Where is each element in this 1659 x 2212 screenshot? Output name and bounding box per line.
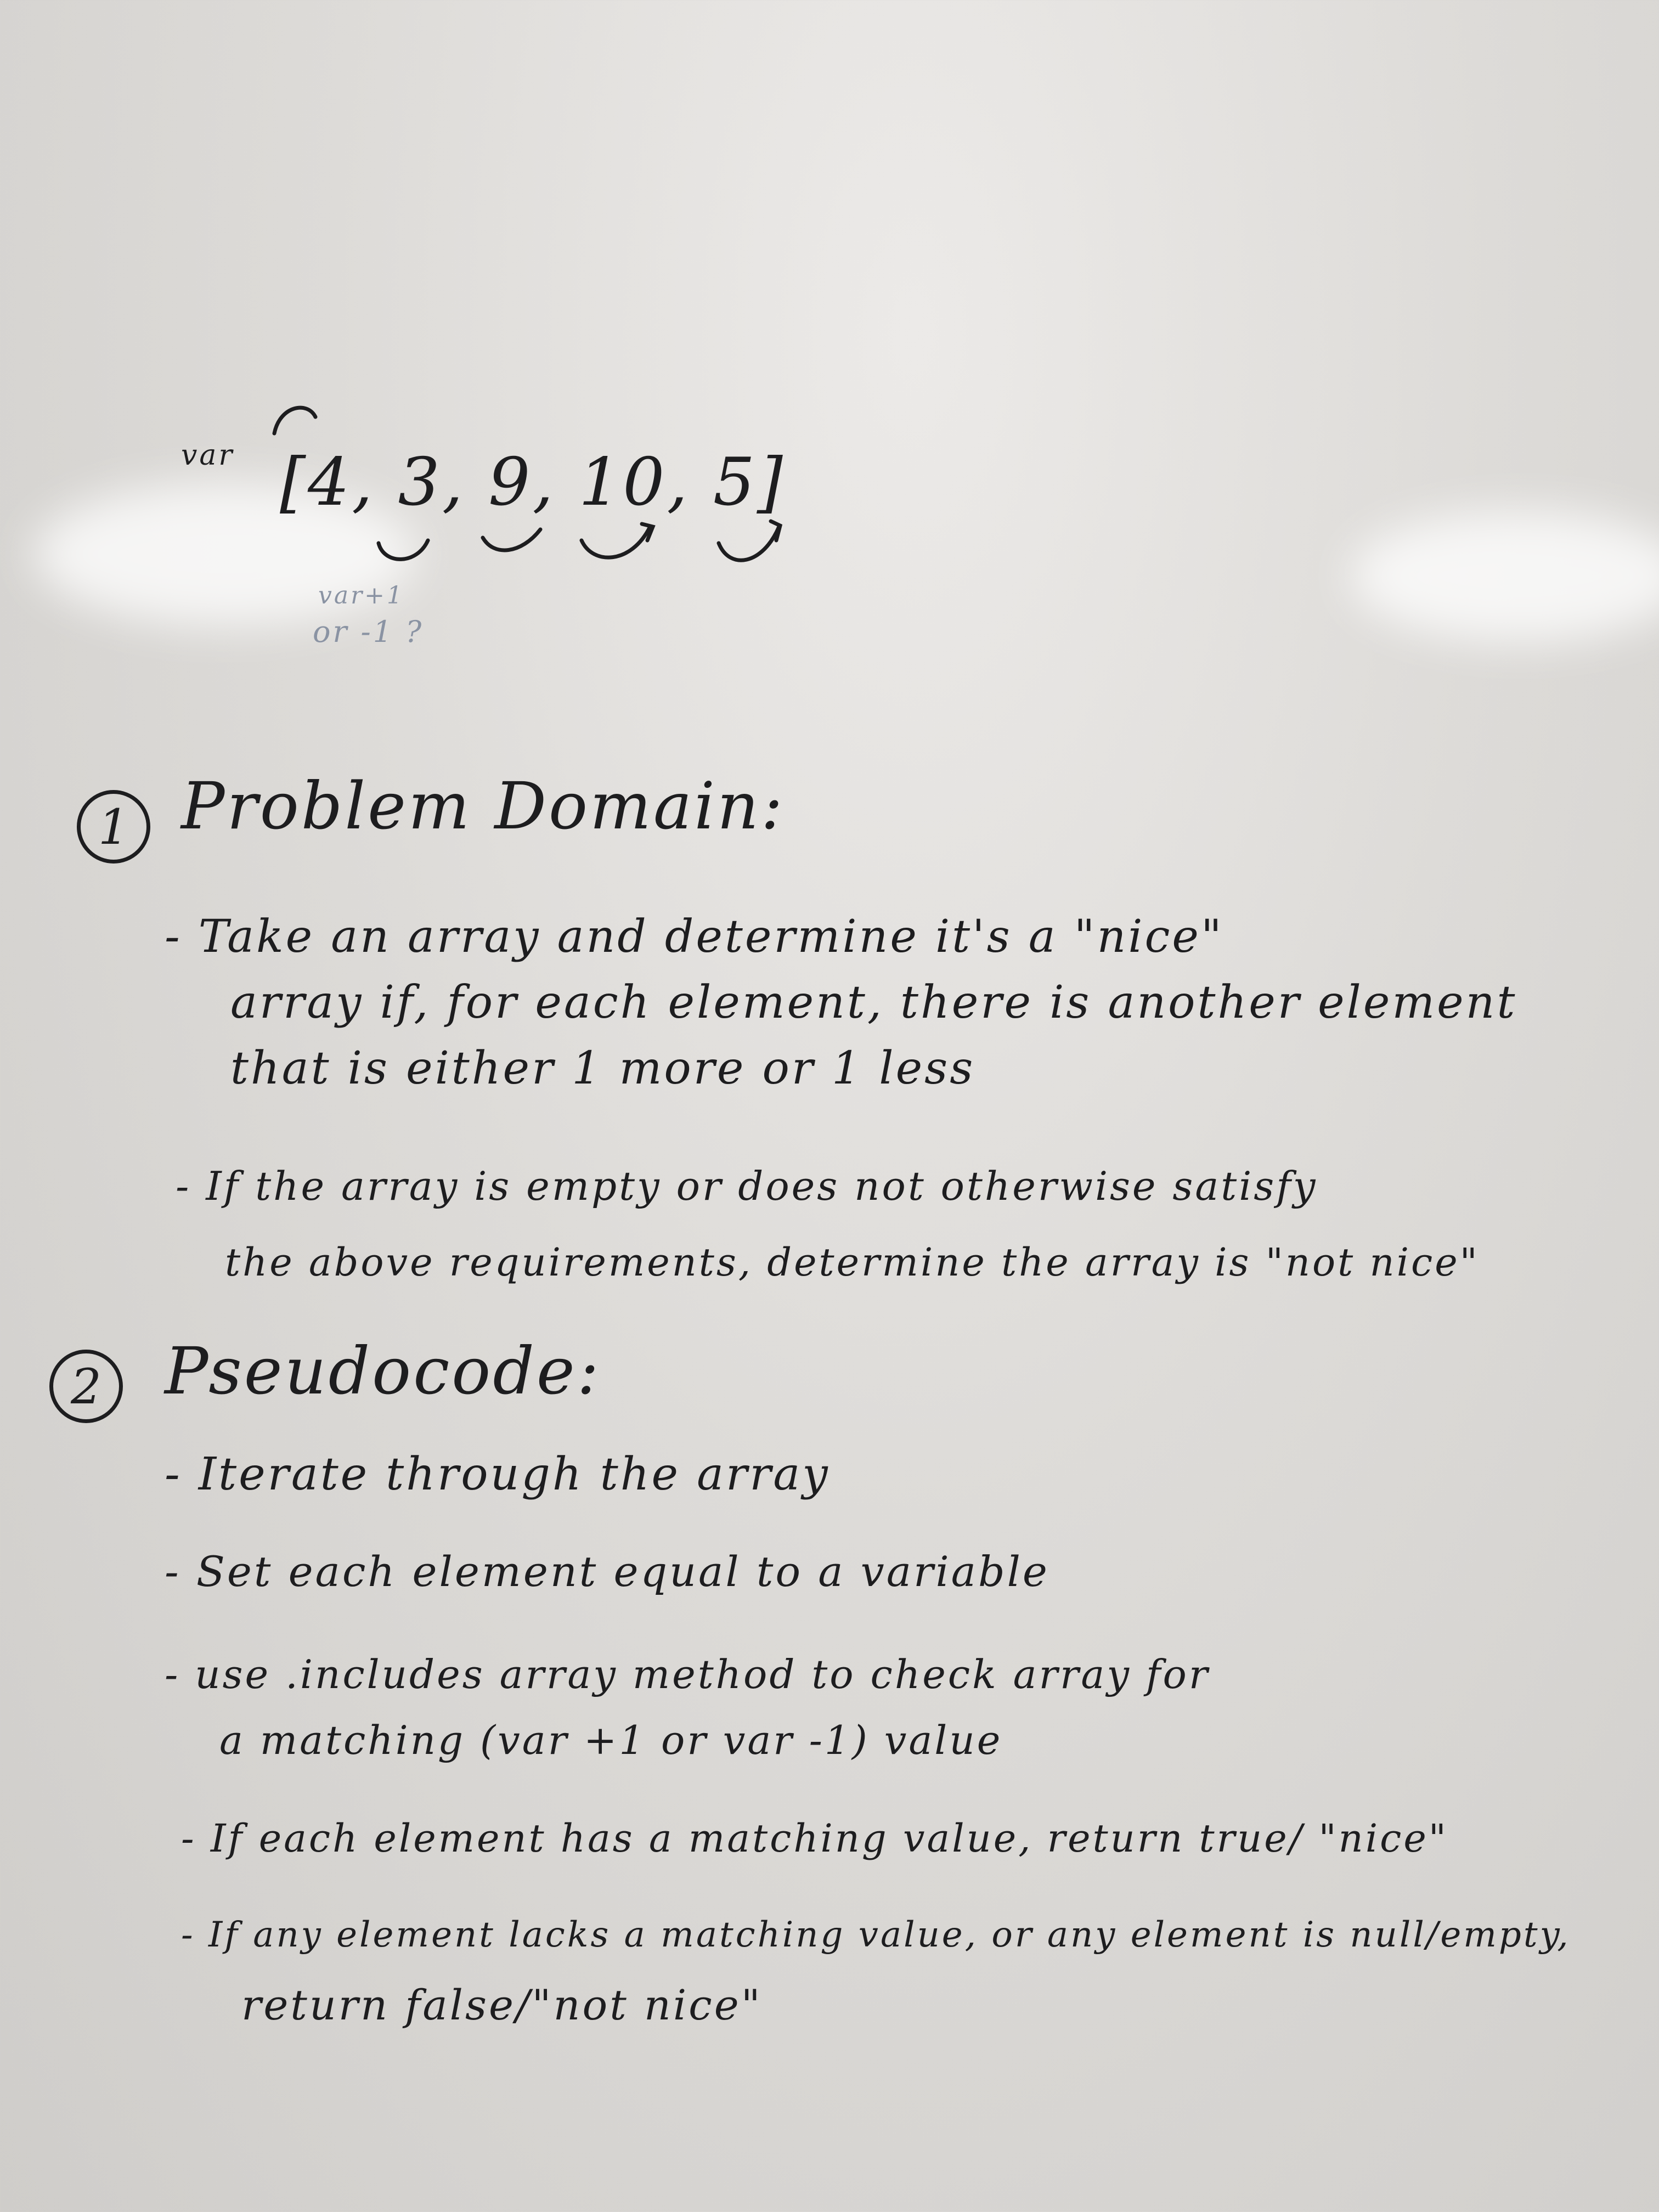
s2-b5-line2: return false/"not nice" bbox=[241, 1980, 763, 2029]
s1-b1-line2: array if, for each element, there is ano… bbox=[230, 977, 1517, 1029]
section-2-number-text: 2 bbox=[71, 1358, 101, 1415]
section-1-number-text: 1 bbox=[98, 798, 129, 855]
light-glare-left bbox=[33, 483, 417, 625]
section-2-title: Pseudocode: bbox=[165, 1333, 601, 1409]
annotation-line2: or -1 ? bbox=[313, 614, 424, 649]
s1-b1-line3: that is either 1 more or 1 less bbox=[230, 1042, 975, 1094]
section-1-title: Problem Domain: bbox=[181, 768, 785, 844]
s2-b2-line1: - Set each element equal to a variable bbox=[165, 1547, 1049, 1596]
array-example: [4, 3, 9, 10, 5] bbox=[280, 444, 785, 521]
annotation-line1: var+1 bbox=[318, 582, 404, 610]
section-2-number: 2 bbox=[49, 1350, 123, 1423]
s1-b1-line1: - Take an array and determine it's a "ni… bbox=[165, 911, 1224, 963]
s2-b1-line1: - Iterate through the array bbox=[165, 1448, 830, 1500]
s2-b5-line1: - If any element lacks a matching value,… bbox=[181, 1915, 1571, 1955]
var-label: var bbox=[181, 439, 235, 472]
s2-b3-line2: a matching (var +1 or var -1) value bbox=[219, 1717, 1003, 1763]
s1-b2-line1: - If the array is empty or does not othe… bbox=[176, 1163, 1318, 1209]
section-1-number: 1 bbox=[77, 790, 150, 864]
light-glare-right bbox=[1350, 510, 1659, 642]
s2-b4-line1: - If each element has a matching value, … bbox=[181, 1816, 1448, 1861]
s2-b3-line1: - use .includes array method to check ar… bbox=[165, 1651, 1210, 1697]
s1-b2-line2: the above requirements, determine the ar… bbox=[225, 1240, 1480, 1285]
